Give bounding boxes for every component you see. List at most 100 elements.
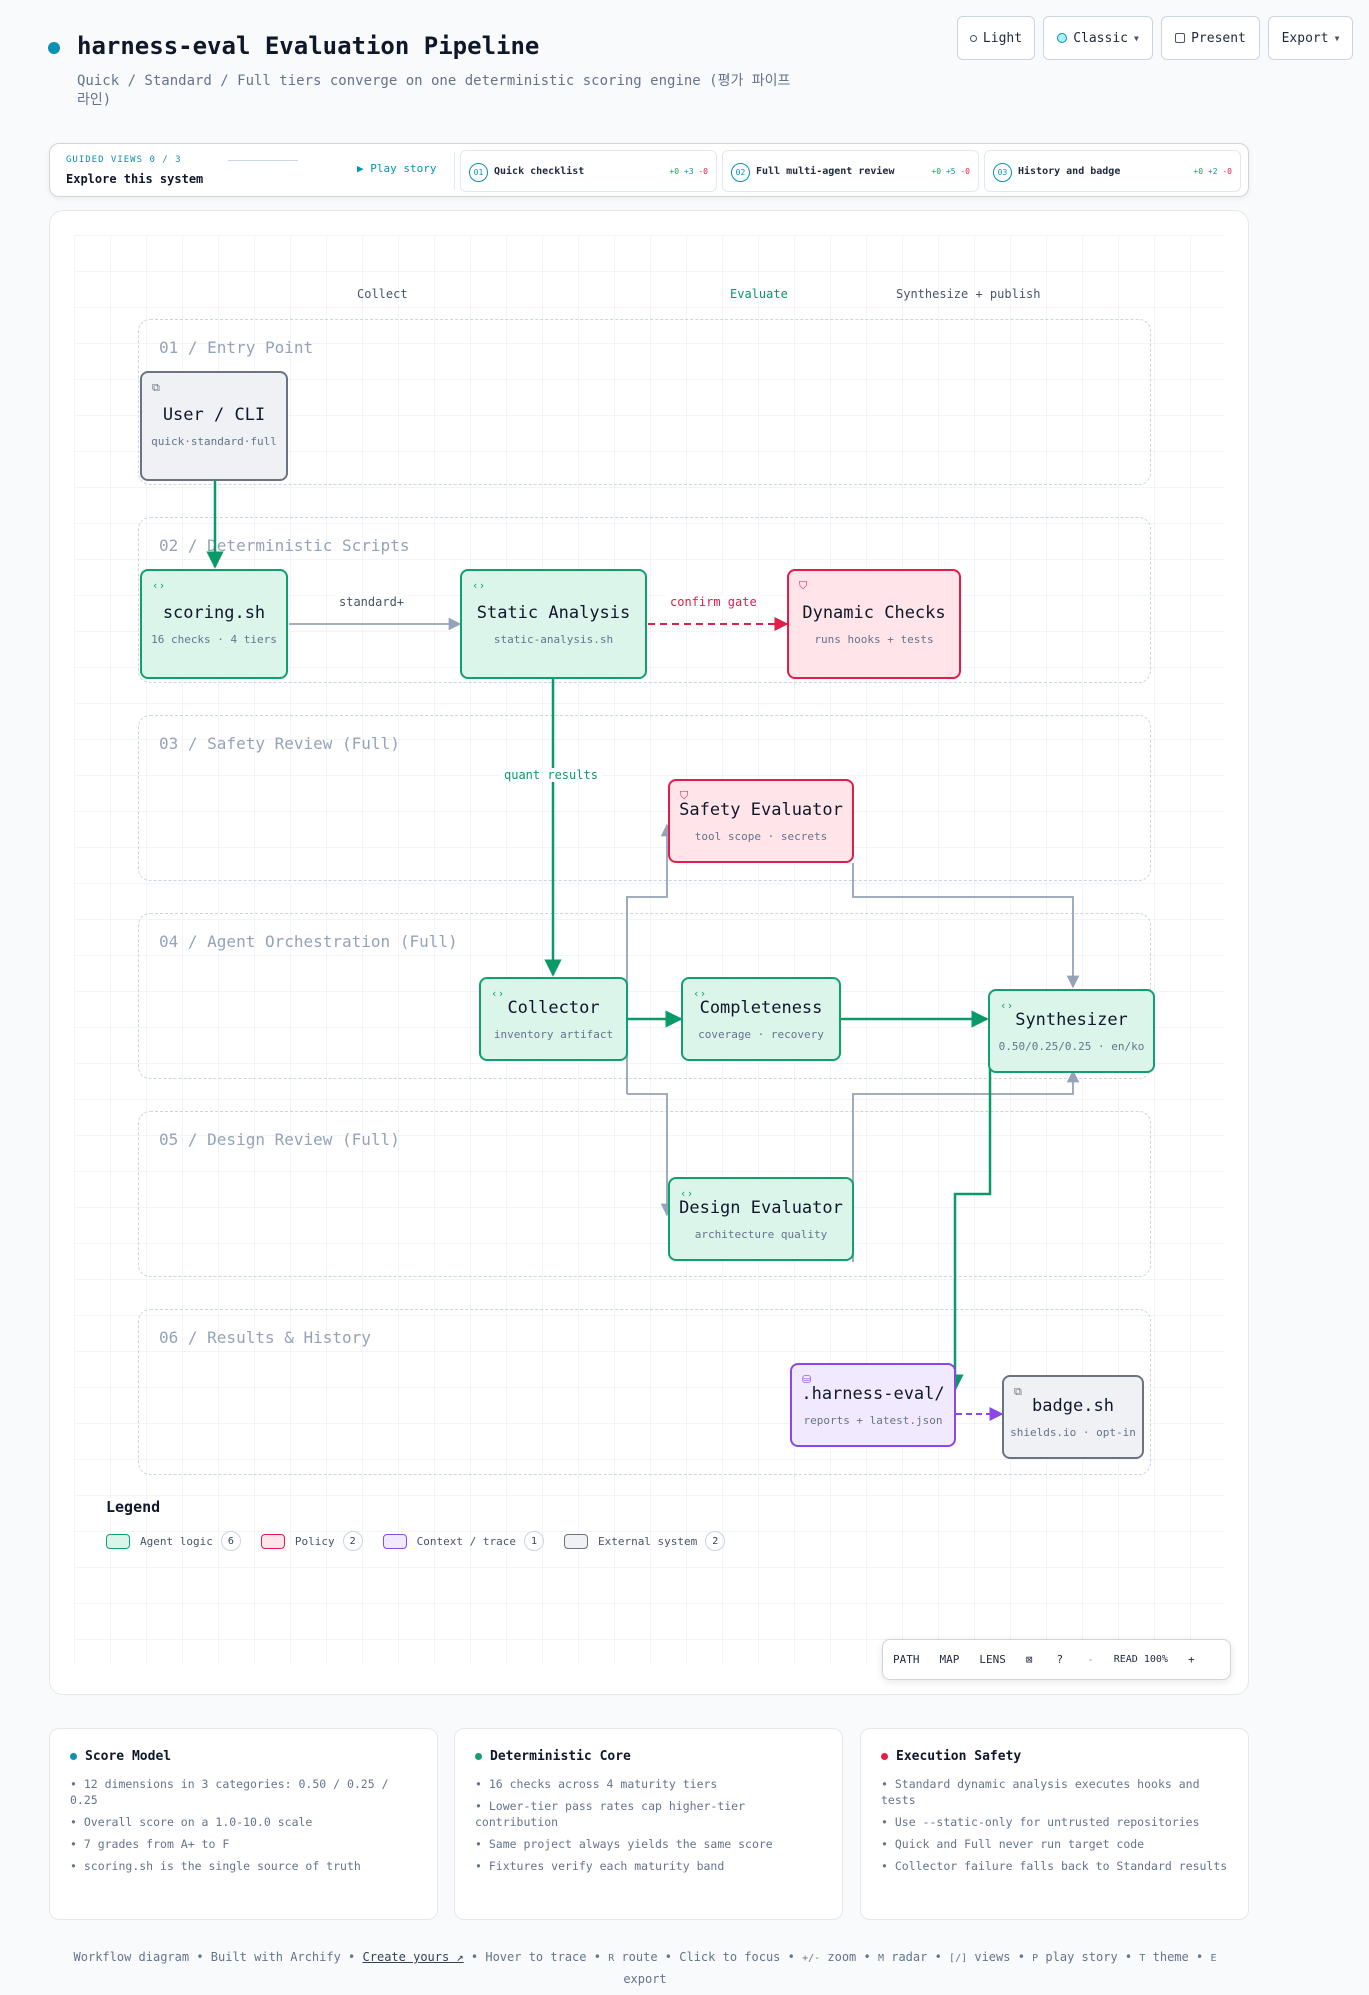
node-static-analysis[interactable]: ‹› Static Analysis static-analysis.sh xyxy=(460,569,647,679)
node-dynamic-checks[interactable]: ⛉ Dynamic Checks runs hooks + tests xyxy=(787,569,961,679)
diagram-canvas[interactable]: Collect Evaluate Synthesize + publish 01… xyxy=(49,210,1249,1695)
legend-swatch xyxy=(563,1533,588,1549)
zoom-out-button[interactable]: - xyxy=(1087,1653,1094,1666)
node-title: User / CLI xyxy=(162,404,266,425)
card-title: Deterministic Core xyxy=(490,1749,631,1764)
legend-count: 2 xyxy=(342,1531,363,1551)
fit-icon[interactable]: ⊠ xyxy=(1025,1653,1033,1666)
legend-label: Agent logic xyxy=(140,1534,213,1548)
lane-entry-point: 01 / Entry Point xyxy=(138,319,1151,485)
view-stats: +0 +5 -0 xyxy=(931,167,970,176)
view-title: History and badge xyxy=(1018,166,1121,177)
legend-item-context[interactable]: Context / trace 1 xyxy=(382,1531,544,1551)
node-title: Design Evaluator xyxy=(679,1197,843,1218)
edge-label-confirm-gate: confirm gate xyxy=(666,595,761,609)
lane-safety-review: 03 / Safety Review (Full) xyxy=(138,715,1151,881)
node-subtitle: static-analysis.sh xyxy=(493,632,614,646)
lane-label: 06 / Results & History xyxy=(159,1328,371,1347)
view-stats: +0 +2 -0 xyxy=(1193,167,1232,176)
kbd-radar: M xyxy=(877,1953,884,1964)
chevron-down-icon: ▼ xyxy=(1133,33,1139,43)
guided-views-bar: GUIDED VIEWS 0 / 3 Explore this system ▶… xyxy=(49,143,1249,197)
path-mode-button[interactable]: PATH xyxy=(893,1653,920,1666)
column-label-collect: Collect xyxy=(357,287,408,301)
card-item: Collector failure falls back to Standard… xyxy=(881,1858,1228,1874)
node-title: scoring.sh xyxy=(162,602,266,623)
node-user-cli[interactable]: ⧉ User / CLI quick·standard·full xyxy=(140,371,288,481)
kbd-route: R xyxy=(608,1953,615,1964)
play-story-button[interactable]: ▶ Play story xyxy=(357,162,436,175)
node-title: .harness-eval/ xyxy=(801,1383,945,1404)
node-scoring[interactable]: ‹› scoring.sh 16 checks · 4 tiers xyxy=(140,569,288,679)
code-icon: ‹› xyxy=(1000,999,1014,1012)
export-label: Export xyxy=(1281,30,1329,46)
legend-swatch xyxy=(260,1533,285,1549)
view-number: 01 xyxy=(469,163,488,182)
lane-results-history: 06 / Results & History xyxy=(138,1309,1151,1475)
title-status-dot xyxy=(48,42,60,54)
node-completeness[interactable]: ‹› Completeness coverage · recovery xyxy=(681,977,841,1061)
export-button[interactable]: Export ▼ xyxy=(1268,16,1353,60)
legend-item-policy[interactable]: Policy 2 xyxy=(260,1531,363,1551)
node-collector[interactable]: ‹› Collector inventory artifact xyxy=(479,977,628,1061)
node-harness-eval-dir[interactable]: ⛁ .harness-eval/ reports + latest.json xyxy=(790,1363,956,1447)
card-item: Quick and Full never run target code xyxy=(881,1836,1228,1852)
palette-icon xyxy=(1057,33,1068,43)
lane-deterministic-scripts: 02 / Deterministic Scripts xyxy=(138,517,1151,683)
legend-item-agent[interactable]: Agent logic 6 xyxy=(106,1531,241,1551)
zoom-in-button[interactable]: + xyxy=(1187,1653,1195,1666)
card-item: Same project always yields the same scor… xyxy=(475,1836,822,1852)
card-dot xyxy=(475,1753,482,1760)
light-theme-button[interactable]: Light xyxy=(957,16,1035,60)
node-title: Safety Evaluator xyxy=(679,799,843,820)
edge-synthesizer-to-harness-dir xyxy=(946,1069,992,1392)
present-button[interactable]: Present xyxy=(1161,16,1260,60)
node-subtitle: architecture quality xyxy=(694,1227,828,1241)
column-label-evaluate: Evaluate xyxy=(730,287,788,301)
view-card-full-review[interactable]: 02 Full multi-agent review +0 +5 -0 xyxy=(722,150,979,192)
play-story-label: Play story xyxy=(370,162,437,175)
database-icon: ⛁ xyxy=(802,1373,812,1386)
page-title: harness-eval Evaluation Pipeline xyxy=(77,32,540,60)
classic-label: Classic xyxy=(1073,30,1128,46)
map-mode-button[interactable]: MAP xyxy=(939,1653,960,1666)
node-subtitle: reports + latest.json xyxy=(803,1413,943,1427)
card-title: Score Model xyxy=(85,1749,172,1764)
view-number: 02 xyxy=(731,163,750,182)
classic-style-button[interactable]: Classic ▼ xyxy=(1043,16,1153,60)
card-item: Overall score on a 1.0-10.0 scale xyxy=(70,1814,417,1830)
sun-icon xyxy=(969,34,977,42)
create-yours-link[interactable]: Create yours ↗ xyxy=(362,1950,464,1964)
view-card-quick-checklist[interactable]: 01 Quick checklist +0 +3 -0 xyxy=(460,150,717,192)
edge-safety-to-synthesizer xyxy=(852,863,1080,989)
kbd-play: P xyxy=(1032,1953,1039,1964)
page-subtitle: Quick / Standard / Full tiers converge o… xyxy=(77,73,791,108)
canvas-toolbar: PATH MAP LENS ⊠ ? - READ 100% + xyxy=(882,1639,1231,1680)
lane-label: 03 / Safety Review (Full) xyxy=(159,734,400,753)
help-button[interactable]: ? xyxy=(1056,1653,1064,1666)
view-card-history-badge[interactable]: 03 History and badge +0 +2 -0 xyxy=(984,150,1241,192)
guided-progress-track xyxy=(228,160,298,161)
card-item: 12 dimensions in 3 categories: 0.50 / 0.… xyxy=(70,1776,417,1808)
edge-collector-to-design xyxy=(627,1093,674,1217)
legend: Agent logic 6 Policy 2 Context / trace 1… xyxy=(106,1531,745,1551)
node-subtitle: tool scope · secrets xyxy=(694,829,828,843)
present-label: Present xyxy=(1191,30,1246,46)
node-safety-evaluator[interactable]: ⛉ Safety Evaluator tool scope · secrets xyxy=(668,779,854,863)
code-icon: ‹› xyxy=(152,579,166,592)
edge-label-quant-results: quant results xyxy=(500,768,602,782)
node-subtitle: coverage · recovery xyxy=(698,1027,824,1041)
node-synthesizer[interactable]: ‹› Synthesizer 0.50/0.25/0.25 · en/ko xyxy=(988,989,1155,1073)
node-design-evaluator[interactable]: ‹› Design Evaluator architecture quality xyxy=(668,1177,854,1261)
card-item: Use --static-only for untrusted reposito… xyxy=(881,1814,1228,1830)
node-badge[interactable]: ⧉ badge.sh shields.io · opt-in xyxy=(1002,1375,1144,1459)
card-dot xyxy=(70,1753,77,1760)
legend-item-external[interactable]: External system 2 xyxy=(563,1531,726,1551)
node-title: Synthesizer xyxy=(1015,1009,1128,1030)
lens-mode-button[interactable]: LENS xyxy=(979,1653,1006,1666)
node-subtitle: inventory artifact xyxy=(493,1027,614,1041)
shield-icon: ⛉ xyxy=(799,579,808,592)
code-icon: ‹› xyxy=(693,987,707,1000)
node-title: Collector xyxy=(507,997,600,1018)
card-item: Standard dynamic analysis executes hooks… xyxy=(881,1776,1228,1808)
